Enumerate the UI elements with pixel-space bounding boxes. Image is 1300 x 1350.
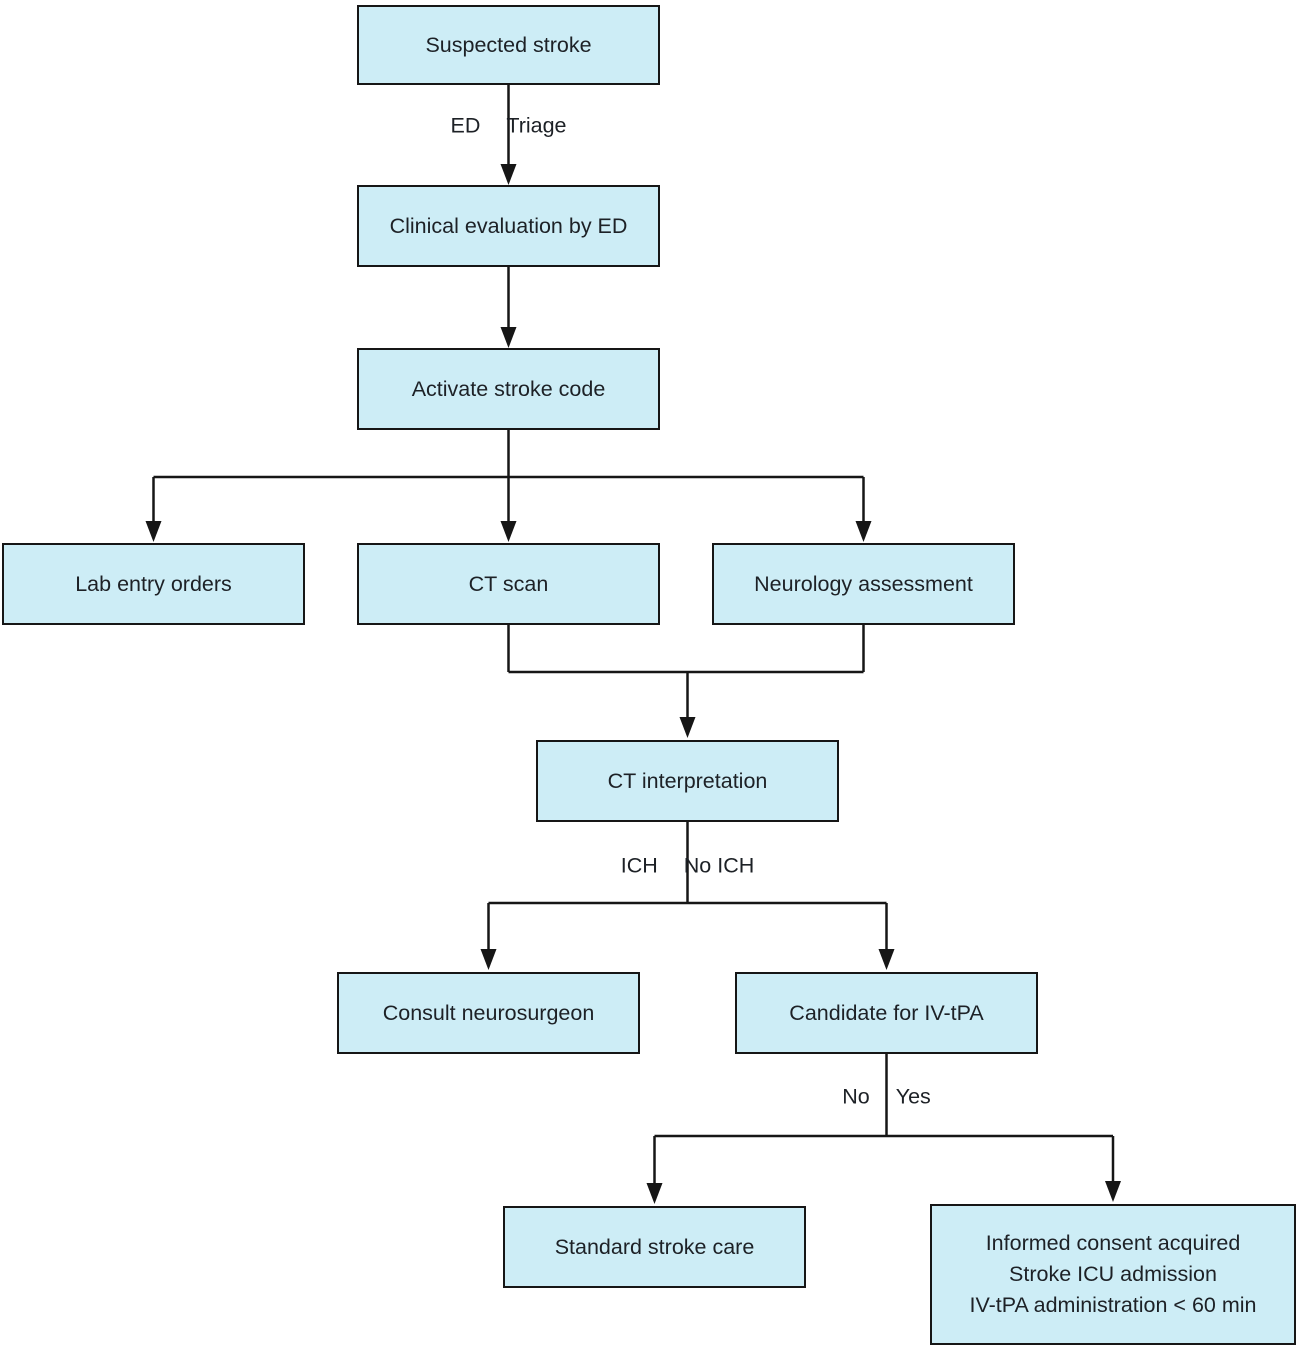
edge-label-no: No xyxy=(842,1084,870,1109)
node-candidate-iv-tpa: Candidate for IV-tPA xyxy=(735,972,1038,1054)
edge-label-ich: ICH xyxy=(620,853,658,878)
node-standard-stroke-care: Standard stroke care xyxy=(503,1206,806,1288)
informed-consent-line-3: IV-tPA administration < 60 min xyxy=(969,1293,1257,1317)
node-neurology-assessment: Neurology assessment xyxy=(712,543,1015,625)
node-ct-scan: CT scan xyxy=(357,543,660,625)
edge-label-no-ich: No ICH xyxy=(683,853,755,878)
edge-label-ich-noich: ICH No ICH xyxy=(621,854,755,879)
node-consult-neurosurgeon: Consult neurosurgeon xyxy=(337,972,640,1054)
node-clinical-evaluation: Clinical evaluation by ED xyxy=(357,185,660,267)
node-lab-entry-orders: Lab entry orders xyxy=(2,543,305,625)
node-activate-stroke-code: Activate stroke code xyxy=(357,348,660,430)
node-ct-interpretation: CT interpretation xyxy=(536,740,839,822)
informed-consent-line-1: Informed consent acquired xyxy=(985,1231,1241,1255)
node-informed-consent: Informed consent acquired Stroke ICU adm… xyxy=(930,1204,1296,1345)
edge-label-ed: ED xyxy=(450,113,481,138)
edge-label-yes: Yes xyxy=(895,1084,931,1109)
edge-label-no-yes: No Yes xyxy=(842,1085,931,1110)
edge-label-triage: Triage xyxy=(506,113,567,138)
edge-label-ed-triage: ED Triage xyxy=(450,114,566,139)
node-suspected-stroke: Suspected stroke xyxy=(357,5,660,85)
informed-consent-line-2: Stroke ICU admission xyxy=(1009,1262,1217,1286)
